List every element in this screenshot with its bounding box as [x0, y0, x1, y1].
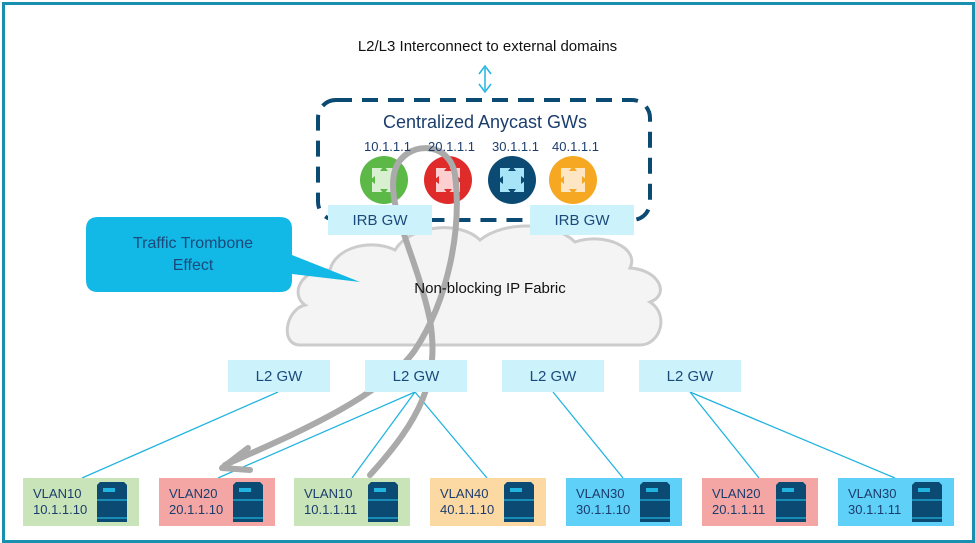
l2-gateway: L2 GW [639, 360, 741, 392]
l2-gateway: L2 GW [502, 360, 604, 392]
server-icon [504, 482, 534, 522]
gateway-ip: 20.1.1.1 [428, 139, 475, 154]
callout-line: Traffic Trombone [132, 235, 254, 252]
irb-gateway-label: IRB GW [352, 211, 408, 229]
router-arrow [569, 166, 577, 171]
router-arrow [444, 166, 452, 171]
l2-links [81, 391, 896, 479]
router-icon [424, 156, 472, 204]
l2-gateway: L2 GW [365, 360, 467, 392]
link [414, 391, 488, 479]
host-vlan: VLAN30 [848, 486, 897, 501]
gateway-ip: 30.1.1.1 [492, 139, 539, 154]
l2-gateway: L2 GW [228, 360, 330, 392]
router-icon [488, 156, 536, 204]
host-vlan: VLAN40 [440, 486, 489, 501]
host-vlan: VLAN10 [304, 486, 353, 501]
l2-gateway-label: L2 GW [529, 367, 577, 385]
callout-text: Traffic Trombone Effect [98, 233, 288, 277]
host-vlan: VLAN20 [169, 486, 218, 501]
fabric-label: Non-blocking IP Fabric [414, 280, 566, 297]
l2-gateway-label: L2 GW [392, 367, 440, 385]
interconnect-label: L2/L3 Interconnect to external domains [357, 38, 618, 55]
gateway-ip: 40.1.1.1 [552, 139, 599, 154]
router-arrow [508, 189, 516, 194]
host-vlan: VLAN30 [576, 486, 625, 501]
router-arrow [380, 166, 388, 171]
router-arrow [434, 176, 439, 184]
link [689, 391, 760, 479]
anycast-group-border [316, 98, 652, 222]
router-arrow [508, 166, 516, 171]
router-arrow [559, 176, 564, 184]
host-vlan: VLAN20 [712, 486, 761, 501]
callout-line: Effect [172, 257, 214, 274]
router-arrow [569, 189, 577, 194]
host-ip: 20.1.1.11 [712, 502, 766, 517]
callout-bubble [86, 217, 360, 292]
l2-gateway-label: L2 GW [666, 367, 714, 385]
irb-gateway: IRB GW [328, 205, 432, 235]
host-ip: 30.1.1.10 [576, 502, 631, 517]
bidirectional-arrow-icon [478, 64, 492, 94]
host-ip: 30.1.1.11 [848, 502, 902, 517]
gateway-ip: 10.1.1.1 [364, 139, 411, 154]
anycast-group-title: Centralized Anycast GWs [382, 112, 588, 132]
router-arrow [380, 189, 388, 194]
link [552, 391, 624, 479]
irb-gateway: IRB GW [530, 205, 634, 235]
server-icon [368, 482, 398, 522]
server-icon [97, 482, 127, 522]
server-icon [912, 482, 942, 522]
host-ip: 10.1.1.10 [33, 502, 88, 517]
irb-gateway-label: IRB GW [554, 211, 610, 229]
link [217, 391, 416, 479]
link [351, 391, 416, 479]
router-icon [549, 156, 597, 204]
router-arrow [498, 176, 503, 184]
host-ip: 40.1.1.10 [440, 502, 495, 517]
router-arrow [582, 176, 587, 184]
router-arrow [521, 176, 526, 184]
ip-fabric-cloud [285, 224, 663, 347]
server-icon [776, 482, 806, 522]
server-icon [640, 482, 670, 522]
l2-gateway-label: L2 GW [255, 367, 303, 385]
link [689, 391, 896, 479]
host-ip: 20.1.1.10 [169, 502, 224, 517]
router-arrow [444, 189, 452, 194]
host-ip: 10.1.1.11 [304, 502, 358, 517]
router-arrow [370, 176, 375, 184]
host-vlan: VLAN10 [33, 486, 82, 501]
link [81, 391, 279, 479]
server-icon [233, 482, 263, 522]
